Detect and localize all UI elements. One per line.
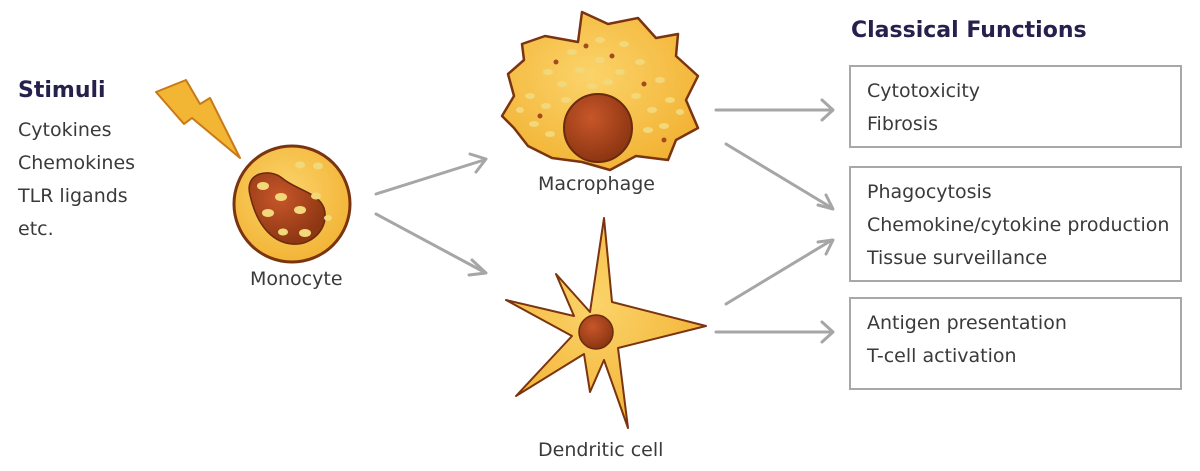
arrows bbox=[374, 98, 835, 344]
function-item: Cytotoxicity bbox=[867, 80, 981, 102]
function-box-3: Antigen presentation T-cell activation bbox=[849, 297, 1182, 390]
dendritic-cell-label: Dendritic cell bbox=[538, 439, 664, 461]
arrow-macrophage-to-box2 bbox=[724, 142, 835, 211]
stimuli-item: Cytokines bbox=[18, 119, 112, 141]
functions-title: Classical Functions bbox=[851, 18, 1087, 43]
function-item: Tissue surveillance bbox=[867, 247, 1048, 269]
function-item: Chemokine/cytokine production bbox=[867, 214, 1170, 236]
function-item: T-cell activation bbox=[867, 345, 1017, 367]
function-item: Antigen presentation bbox=[867, 312, 1067, 334]
arrow-monocyte-to-macrophage bbox=[374, 152, 488, 196]
function-box-2: Phagocytosis Chemokine/cytokine producti… bbox=[849, 166, 1182, 282]
stimuli-title: Stimuli bbox=[18, 78, 106, 103]
monocyte-cell bbox=[232, 144, 352, 264]
arrow-monocyte-to-dendritic bbox=[374, 212, 488, 277]
stimuli-list: Cytokines Chemokines TLR ligands etc. bbox=[18, 114, 135, 246]
monocyte-label: Monocyte bbox=[250, 268, 343, 290]
arrow-dendritic-to-box2 bbox=[724, 238, 835, 306]
macrophage-label: Macrophage bbox=[538, 173, 655, 195]
stimuli-item: TLR ligands bbox=[18, 185, 128, 207]
function-item: Fibrosis bbox=[867, 113, 938, 135]
dendritic-cell bbox=[505, 217, 707, 429]
arrow-dendritic-to-box3 bbox=[714, 320, 835, 344]
function-box-1: Cytotoxicity Fibrosis bbox=[849, 65, 1182, 148]
function-item: Phagocytosis bbox=[867, 181, 992, 203]
stimuli-item: Chemokines bbox=[18, 152, 136, 174]
lightning-bolt-icon bbox=[155, 79, 241, 159]
stimuli-item: etc. bbox=[18, 218, 54, 240]
arrow-macrophage-to-box1 bbox=[714, 98, 835, 122]
macrophage-cell bbox=[500, 10, 700, 172]
